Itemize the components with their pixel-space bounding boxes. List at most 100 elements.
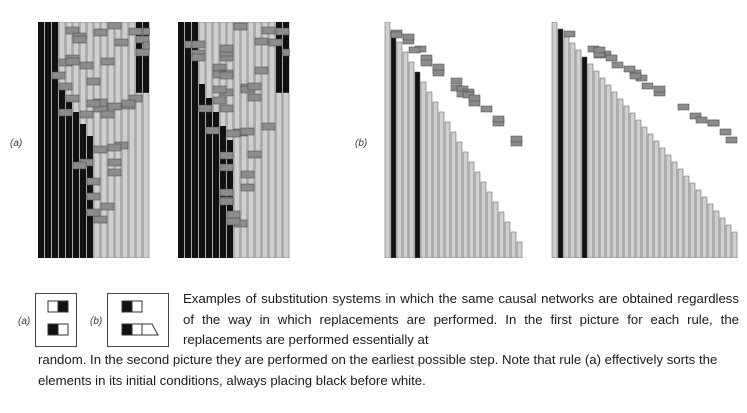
stripe (240, 22, 248, 258)
event-cell (212, 96, 227, 105)
event-cell (707, 119, 720, 127)
event-cell (725, 136, 738, 144)
event-cell (128, 94, 143, 103)
event-cell (191, 53, 206, 62)
stripe (247, 22, 255, 258)
event-cell (408, 46, 421, 54)
black-stripe (199, 84, 205, 258)
stripe (114, 22, 122, 258)
event-cell (629, 72, 642, 80)
event-cell (65, 94, 80, 103)
stripe (671, 161, 678, 258)
event-cell (219, 197, 234, 206)
event-cell (107, 158, 122, 167)
event-cell (128, 27, 143, 36)
black-stripe (213, 112, 219, 258)
event-cell (219, 151, 234, 160)
label-a: (a) (10, 138, 23, 149)
rule-label-a: (a) (18, 316, 31, 327)
stripe (641, 126, 648, 258)
stripe (599, 77, 606, 258)
event-cell (563, 30, 576, 38)
stripe (396, 41, 403, 258)
event-cell (100, 202, 115, 211)
event-cell (107, 22, 122, 30)
event-cell (432, 69, 445, 77)
black-stripe (38, 22, 44, 258)
event-cell (51, 71, 66, 80)
event-cell (623, 65, 636, 73)
black-stripe (414, 71, 421, 258)
stripe (486, 191, 493, 258)
event-cell (79, 61, 94, 70)
event-cell (653, 85, 666, 93)
black-stripe (206, 98, 212, 258)
event-cell (219, 104, 234, 113)
stripe (731, 231, 738, 258)
black-stripe (80, 124, 86, 258)
stripe (107, 22, 115, 258)
event-cell (605, 54, 618, 62)
rule-a-icon (35, 293, 77, 347)
black-stripe (178, 22, 184, 258)
black-stripe (390, 31, 397, 258)
event-cell (254, 66, 269, 75)
stripe (498, 211, 505, 258)
stripe (438, 111, 445, 258)
stripe (450, 131, 457, 258)
stripe (282, 22, 290, 258)
event-cell (79, 110, 94, 119)
stripe (623, 105, 630, 258)
event-cell (142, 41, 150, 50)
event-cell (100, 57, 115, 66)
event-cell (58, 82, 73, 91)
event-cell (240, 127, 255, 136)
event-cell (240, 183, 255, 192)
event-cell (86, 177, 101, 186)
event-cell (219, 188, 234, 197)
stripe (268, 22, 276, 258)
stripe (617, 98, 624, 258)
stripe (689, 182, 696, 258)
figure-b-random (381, 22, 523, 258)
stripe (121, 22, 129, 258)
event-cell (135, 48, 150, 57)
event-cell (198, 104, 213, 113)
stripe (659, 147, 666, 258)
event-cell (65, 57, 80, 66)
event-cell (719, 128, 732, 136)
event-cell (420, 59, 433, 67)
stripe (551, 22, 558, 258)
event-cell (593, 46, 606, 54)
stripe (408, 61, 415, 258)
event-cell (121, 99, 136, 108)
event-cell (58, 108, 73, 117)
stripe (504, 221, 511, 258)
rule-label-b: (b) (90, 316, 103, 327)
event-cell (212, 85, 227, 94)
event-cell (480, 105, 493, 113)
stripe (275, 22, 283, 258)
event-cell (205, 126, 220, 135)
stripe (100, 22, 108, 258)
stripe (474, 171, 481, 258)
event-cell (247, 82, 262, 91)
event-cell (107, 168, 122, 177)
event-cell (689, 112, 702, 120)
event-cell (219, 163, 234, 172)
stripe (432, 101, 439, 258)
caption-text: Examples of substitution systems in whic… (183, 291, 739, 347)
caption-text-continued: random. In the second picture they are p… (38, 352, 718, 388)
black-stripe (185, 22, 191, 258)
event-cell (611, 61, 624, 69)
event-cell (226, 129, 241, 138)
event-cell (72, 35, 87, 44)
black-stripe (192, 22, 198, 258)
black-stripe (73, 112, 79, 258)
event-cell (86, 192, 101, 201)
stripe (635, 119, 642, 258)
stripe (701, 196, 708, 258)
stripe (695, 189, 702, 258)
stripe (683, 175, 690, 258)
event-cell (100, 110, 115, 119)
